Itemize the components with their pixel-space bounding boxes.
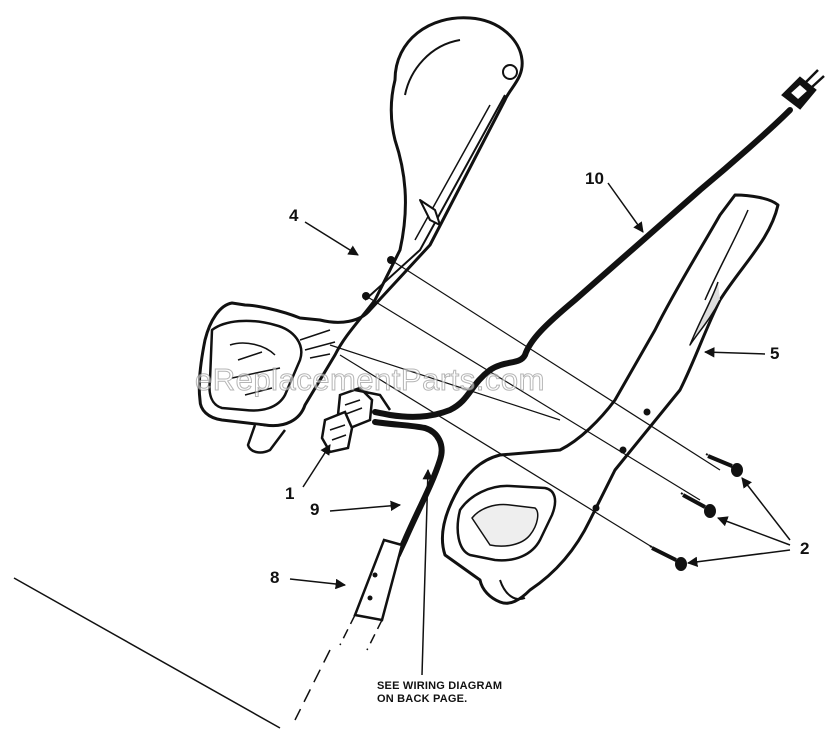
screw-middle — [680, 492, 716, 518]
callout-10: 10 — [585, 169, 604, 188]
callout-9: 9 — [310, 500, 320, 519]
rear-handle-housing — [197, 16, 524, 454]
screws — [649, 453, 743, 571]
handle-tube — [294, 538, 404, 721]
leader-lines — [289, 182, 791, 676]
note-line-2: ON BACK PAGE. — [377, 693, 468, 705]
callout-5: 5 — [770, 344, 780, 363]
note-line-1: SEE WIRING DIAGRAM — [377, 680, 503, 692]
alignment-lines — [329, 259, 721, 556]
switch — [320, 386, 392, 454]
watermark: eReplacementParts.com — [195, 362, 545, 398]
callout-4: 4 — [289, 206, 299, 225]
callout-2: 2 — [800, 539, 810, 558]
screw-top — [705, 453, 743, 477]
callout-1: 1 — [285, 484, 295, 503]
floor-line — [13, 577, 281, 729]
plug — [781, 69, 825, 110]
extension-cord — [372, 419, 445, 558]
power-cord — [372, 107, 793, 420]
callout-8: 8 — [270, 568, 280, 587]
front-handle-housing — [440, 193, 780, 605]
screw-bottom — [649, 545, 687, 571]
wiring-diagram-note: SEE WIRING DIAGRAM ON BACK PAGE. — [377, 680, 502, 706]
